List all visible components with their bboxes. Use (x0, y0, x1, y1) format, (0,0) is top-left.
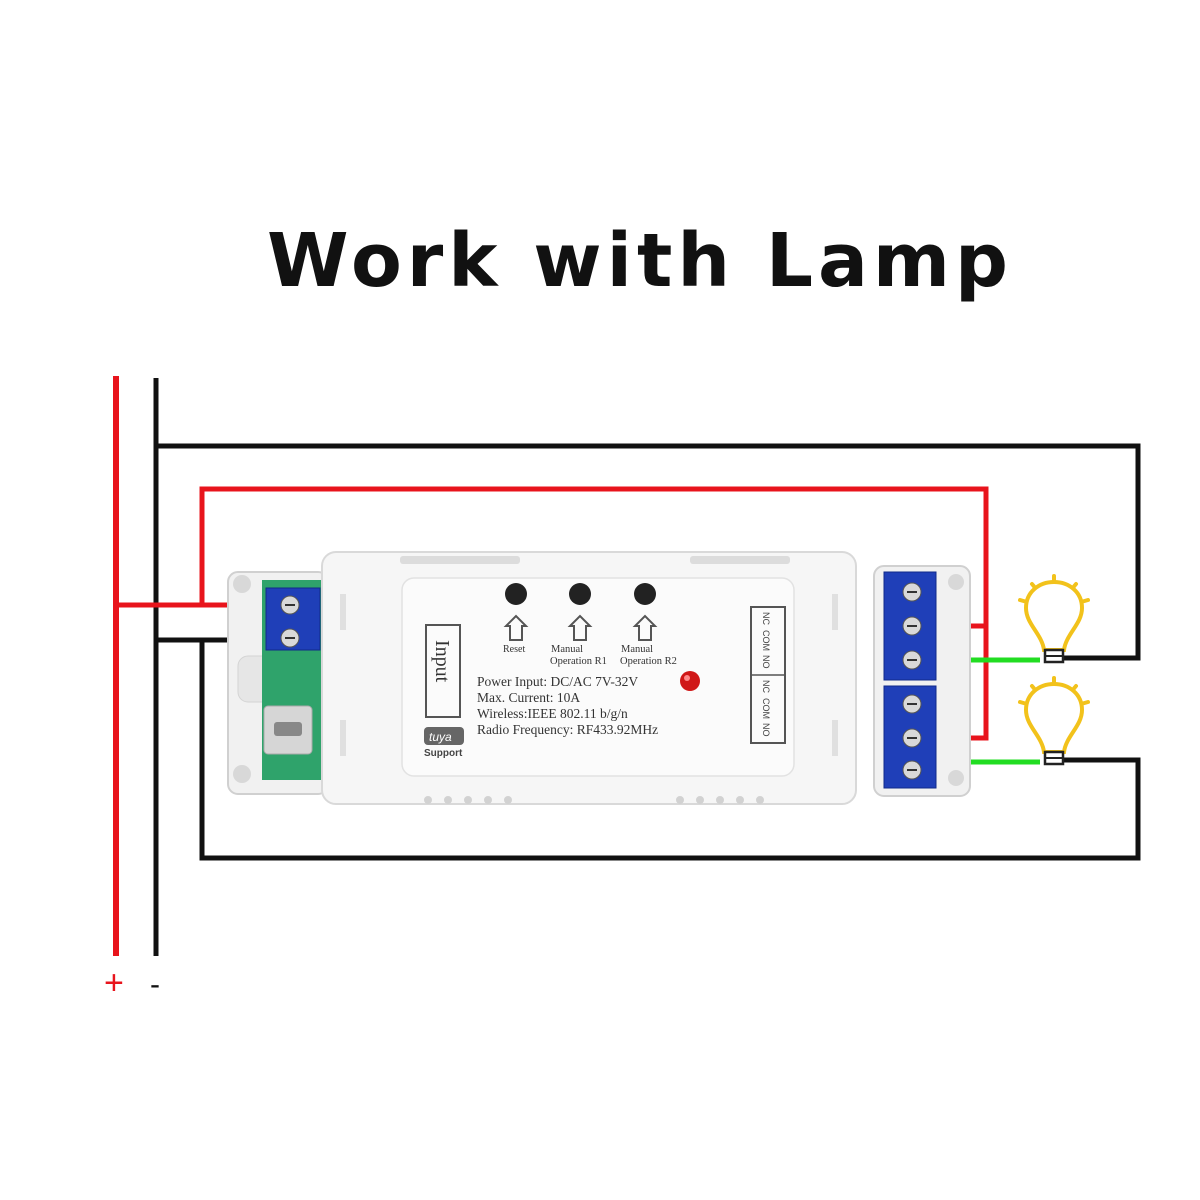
negative-label: - (150, 968, 160, 1001)
manual-r2-label-2: Operation R2 (620, 656, 677, 667)
tuya-logo-text: tuya (429, 730, 452, 744)
negative-wire-bottom (199, 637, 1141, 861)
spec-radio: Radio Frequency: RF433.92MHz (477, 722, 658, 737)
input-label: Input (431, 640, 453, 683)
relay-terminal-block-1 (883, 571, 937, 681)
relay-module: Input Reset Manual Operation R1 Manual O… (227, 551, 971, 805)
lamp-icon (1018, 574, 1090, 664)
relay-terminal-block-2 (883, 685, 937, 789)
support-label: Support (424, 748, 463, 759)
terminal-label-com-1: COM (761, 630, 771, 651)
reset-button[interactable] (505, 583, 527, 605)
terminal-label-no-1: NO (761, 655, 771, 669)
terminal-label-nc-1: NC (761, 612, 771, 625)
diagram-title: Work with Lamp (266, 218, 1013, 304)
manual-r2-label-1: Manual (621, 644, 653, 655)
terminal-label-no-2: NO (761, 723, 771, 737)
positive-label: + (104, 964, 124, 1002)
arrow-up-icon (503, 614, 658, 641)
terminal-label-nc-2: NC (761, 680, 771, 693)
manual-r1-label-1: Manual (551, 644, 583, 655)
tuya-logo (424, 727, 464, 745)
status-led (680, 671, 700, 691)
spec-power-input: Power Input: DC/AC 7V-32V (477, 674, 638, 689)
negative-wire-top (156, 443, 1141, 661)
spec-max-current: Max. Current: 10A (477, 690, 580, 705)
manual-r1-label-2: Operation R1 (550, 656, 607, 667)
manual-r2-button[interactable] (634, 583, 656, 605)
reset-label: Reset (503, 644, 525, 655)
manual-r1-button[interactable] (569, 583, 591, 605)
input-label-box (425, 624, 461, 718)
spec-wireless: Wireless:IEEE 802.11 b/g/n (477, 706, 628, 721)
terminal-label-com-2: COM (761, 698, 771, 719)
lamp-icon (1018, 676, 1090, 766)
